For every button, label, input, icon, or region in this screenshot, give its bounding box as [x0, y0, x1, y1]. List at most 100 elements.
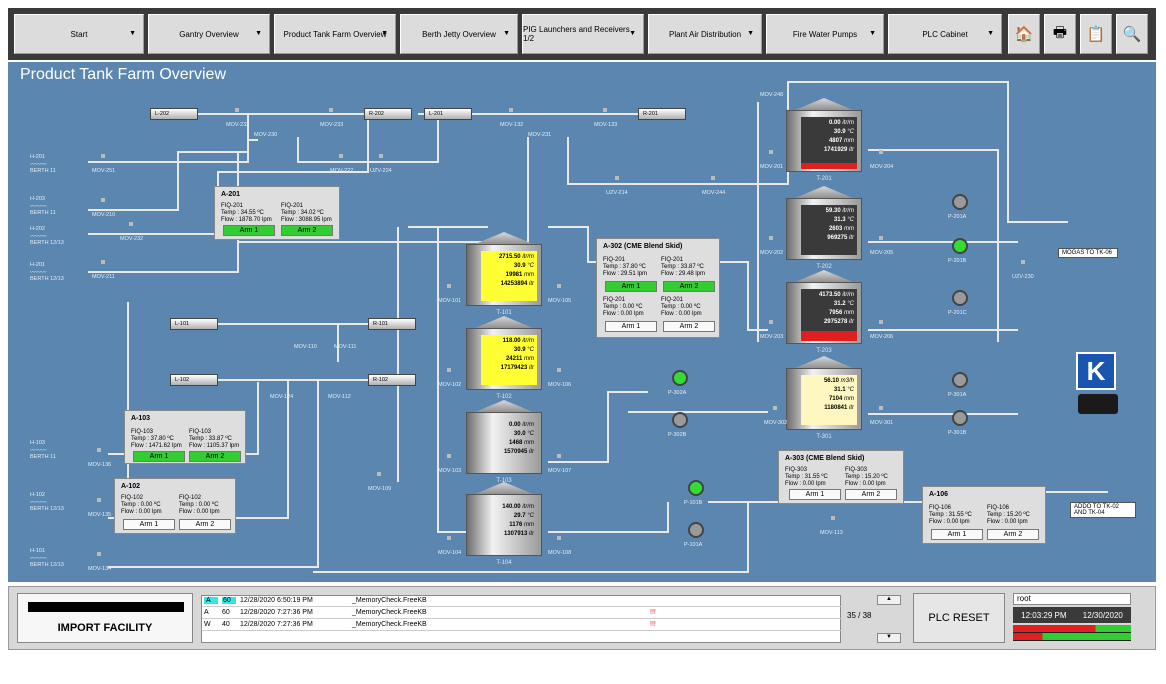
valve-mov113[interactable]	[826, 516, 840, 528]
pump-p302a[interactable]	[672, 370, 694, 388]
arm1-button[interactable]: Arm 1	[133, 451, 185, 462]
exchanger-l201[interactable]: L-201	[424, 108, 472, 120]
valve-mov109[interactable]	[372, 472, 386, 484]
tank-t301[interactable]: 56.10 m3/h 31.1 °C 7104 mm 1180841 itr T…	[786, 356, 862, 440]
valve-mov135[interactable]	[92, 498, 106, 510]
tank-t101[interactable]: 2715.50 itr/m 30.9 °C 19981 mm 14253894 …	[466, 232, 542, 316]
tank-t102[interactable]: 118.00 itr/m 30.9 °C 24211 mm 17179423 i…	[466, 316, 542, 400]
hose-h203[interactable]: H-203〰〰〰BERTH 11	[30, 196, 56, 216]
valve-mov244[interactable]	[706, 176, 720, 188]
valve-mov107[interactable]	[552, 454, 566, 466]
valve-mov211[interactable]	[96, 260, 110, 272]
valve-mov206[interactable]	[874, 320, 888, 332]
plc-reset-button[interactable]: PLC RESET	[913, 593, 1005, 643]
exchanger-l102[interactable]: L-102	[170, 374, 218, 386]
valve-mov134[interactable]	[92, 552, 106, 564]
valve-mov105[interactable]	[552, 284, 566, 296]
nav-plc-cabinet[interactable]: PLC Cabinet▼	[888, 14, 1002, 54]
valve-mov232a[interactable]	[124, 222, 138, 234]
valve-mov205[interactable]	[874, 236, 888, 248]
valve-mov233[interactable]	[324, 108, 338, 120]
valve-mov133[interactable]	[598, 108, 612, 120]
arm1-button[interactable]: Arm 1	[605, 321, 657, 332]
pump-p301b[interactable]	[952, 410, 974, 428]
nav-fire-water-pumps[interactable]: Fire Water Pumps▼	[766, 14, 884, 54]
arm2-button[interactable]: Arm 2	[845, 489, 897, 500]
valve-mov106[interactable]	[552, 368, 566, 380]
hose-h202[interactable]: H-202〰〰〰BERTH 12/13	[30, 226, 64, 246]
pump-p201c[interactable]	[952, 290, 974, 308]
nav-product-tank-farm[interactable]: Product Tank Farm Overview▼	[274, 14, 396, 54]
valve-mov302[interactable]	[768, 406, 782, 418]
alarm-list[interactable]: A 60 12/28/2020 6:50:19 PM _MemoryCheck.…	[201, 595, 842, 643]
valve-mov132[interactable]	[504, 108, 518, 120]
valve-mov104[interactable]	[442, 536, 456, 548]
hose-h201[interactable]: H-201〰〰〰BERTH 11	[30, 154, 56, 174]
valve-mov251[interactable]	[96, 154, 110, 166]
valve-mov101[interactable]	[442, 284, 456, 296]
valve-mov232b[interactable]	[230, 108, 244, 120]
valve-mov301[interactable]	[874, 406, 888, 418]
exchanger-r101[interactable]: R-101	[368, 318, 416, 330]
valve-mov210[interactable]	[96, 198, 110, 210]
alarm-list-icon[interactable]: 📋	[1080, 14, 1112, 54]
alarm-row[interactable]: A 60 12/28/2020 6:50:19 PM _MemoryCheck.…	[202, 596, 842, 607]
tank-t103[interactable]: 0.00 itr/m 30.0 °C 1468 mm 1570945 itr T…	[466, 400, 542, 484]
exchanger-r102[interactable]: R-102	[368, 374, 416, 386]
nav-plant-air[interactable]: Plant Air Distribution▼	[648, 14, 762, 54]
pump-p302b[interactable]	[672, 412, 694, 430]
print-icon[interactable]: 🖶	[1044, 14, 1076, 54]
hose-h102[interactable]: H-102〰〰〰BERTH 12/13	[30, 492, 64, 512]
arm2-button[interactable]: Arm 2	[663, 281, 715, 292]
tank-t201[interactable]: 0.00 itr/m 30.9 °C 4807 mm 1741929 itr T…	[786, 98, 862, 182]
user-login-icon[interactable]: 🔍	[1116, 14, 1148, 54]
tank-t203[interactable]: 4173.50 itr/m 31.2 °C 7956 mm 2975278 it…	[786, 270, 862, 354]
nav-gantry-overview[interactable]: Gantry Overview▼	[148, 14, 270, 54]
valve-mov203[interactable]	[764, 320, 778, 332]
valve-mov103[interactable]	[442, 454, 456, 466]
pump-p101a[interactable]	[688, 522, 710, 540]
arm2-button[interactable]: Arm 2	[189, 451, 241, 462]
valve-mov136[interactable]	[92, 448, 106, 460]
valve-mov201[interactable]	[764, 150, 778, 162]
pump-p201a[interactable]	[952, 194, 974, 212]
home-icon[interactable]: 🏠	[1008, 14, 1040, 54]
arm2-button[interactable]: Arm 2	[179, 519, 231, 530]
arm1-button[interactable]: Arm 1	[605, 281, 657, 292]
hose-h103[interactable]: H-103〰〰〰BERTH 11	[30, 440, 56, 460]
valve-mov202[interactable]	[764, 236, 778, 248]
arm2-button[interactable]: Arm 2	[663, 321, 715, 332]
valve-mov102[interactable]	[442, 368, 456, 380]
arm1-button[interactable]: Arm 1	[223, 225, 275, 236]
alarm-row[interactable]: A 60 12/28/2020 7:27:36 PM _MemoryCheck.…	[202, 608, 842, 619]
nav-pig-launchers[interactable]: PIG Launchers and Receivers 1/2▼	[522, 14, 644, 54]
scroll-down-icon[interactable]: ▼	[877, 633, 901, 643]
arm1-button[interactable]: Arm 1	[123, 519, 175, 530]
alarm-row[interactable]: W 40 12/28/2020 7:27:36 PM _MemoryCheck.…	[202, 620, 842, 631]
exchanger-r202[interactable]: R-202	[364, 108, 412, 120]
valve-mov204[interactable]	[874, 150, 888, 162]
hose-h201b[interactable]: H-201〰〰〰BERTH 12/13	[30, 262, 64, 282]
pump-p301a[interactable]	[952, 372, 974, 390]
valve-uzv224[interactable]	[374, 154, 388, 166]
arm2-button[interactable]: Arm 2	[987, 529, 1039, 540]
valve-uzv214[interactable]	[610, 176, 624, 188]
nav-start[interactable]: Start▼	[14, 14, 144, 54]
scroll-up-icon[interactable]: ▲	[877, 595, 901, 605]
tank-t104[interactable]: 140.00 itr/m 29.7 °C 1176 mm 1307913 itr…	[466, 482, 542, 566]
pump-p201b[interactable]	[952, 238, 974, 256]
arm2-button[interactable]: Arm 2	[281, 225, 333, 236]
exchanger-r201[interactable]: R-201	[638, 108, 686, 120]
tank-t202[interactable]: 59.30 itr/m 31.3 °C 2603 mm 969275 itr T…	[786, 186, 862, 270]
hose-h101[interactable]: H-101〰〰〰BERTH 12/13	[30, 548, 64, 568]
arm1-button[interactable]: Arm 1	[931, 529, 983, 540]
arm1-button[interactable]: Arm 1	[789, 489, 841, 500]
valve-mov108[interactable]	[552, 536, 566, 548]
pump-p101b[interactable]	[688, 480, 710, 498]
